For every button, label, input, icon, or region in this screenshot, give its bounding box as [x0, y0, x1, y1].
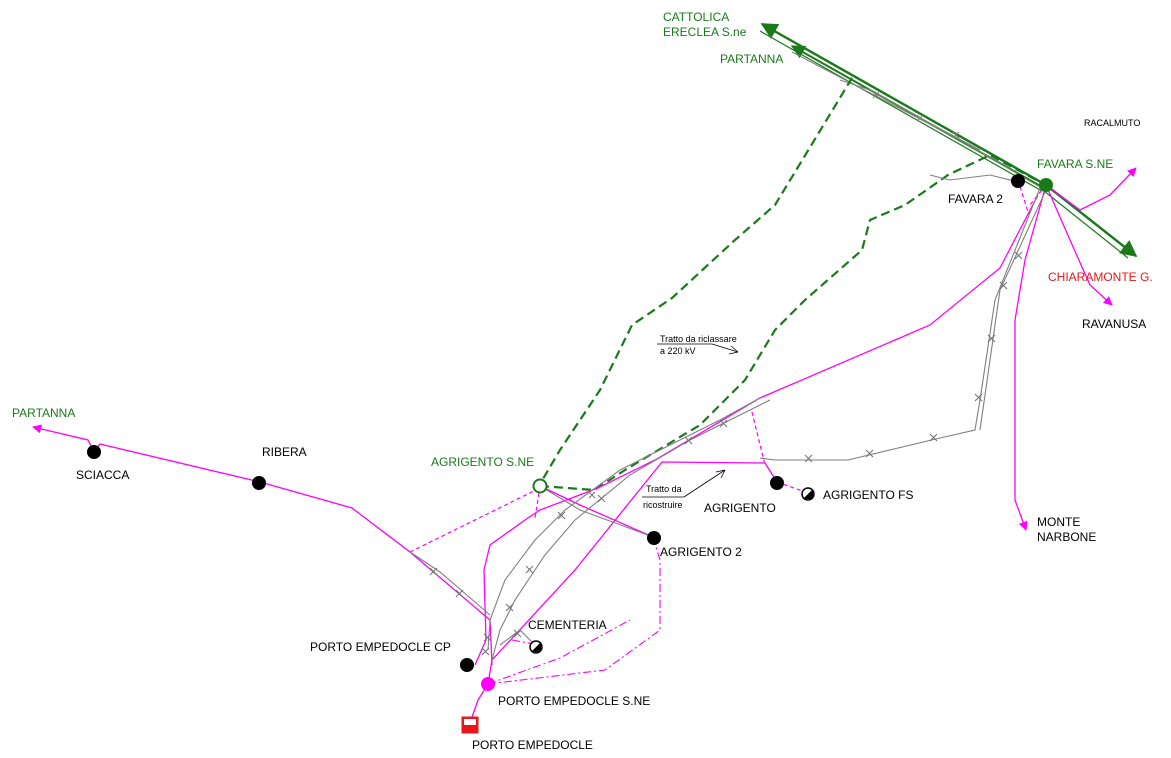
- label-cementeria: CEMENTERIA: [528, 618, 607, 632]
- line-150kv: [32, 167, 1137, 721]
- line-gray: [409, 174, 1047, 661]
- label-favara-2: FAVARA 2: [948, 192, 1003, 206]
- label-cattolica-2: ERECLEA S.ne: [663, 25, 747, 39]
- label-favara-sne: FAVARA S.NE: [1037, 157, 1113, 171]
- label-partanna-ne: PARTANNA: [720, 52, 783, 66]
- place-labels: CATTOLICA ERECLEA S.ne PARTANNA RACALMUT…: [12, 10, 1153, 752]
- label-narbone: NARBONE: [1037, 530, 1096, 544]
- line-380kv-north: [759, 22, 1138, 259]
- label-sciacca: SCIACCA: [76, 468, 129, 482]
- label-porto-cp: PORTO EMPEDOCLE CP: [310, 640, 451, 654]
- label-racalmuto: RACALMUTO: [1084, 118, 1140, 128]
- annotation-ricostruire: Tratto da ricostruire: [642, 469, 726, 510]
- annotation-riclassare: Tratto da riclassare a 220 kV: [657, 334, 739, 356]
- label-agrigento-fs: AGRIGENTO FS: [823, 488, 913, 502]
- line-dash-dot: [487, 536, 661, 685]
- label-ribera: RIBERA: [262, 445, 307, 459]
- node-cementeria: [529, 640, 543, 654]
- label-ravanusa: RAVANUSA: [1082, 317, 1146, 331]
- line-gray-favara-partanna: [791, 51, 1041, 188]
- node-porto-empedocle-plant: [461, 716, 479, 734]
- line-150kv-dashed: [409, 179, 1047, 553]
- substations: [87, 174, 1053, 734]
- annotation-riclassare-line1: Tratto da riclassare: [660, 334, 737, 344]
- node-porto-empedocle-cp: [460, 658, 474, 672]
- node-favara-sne: [1039, 178, 1053, 192]
- line-crossings: [429, 251, 1023, 656]
- node-agrigento: [770, 476, 784, 490]
- label-porto-sne: PORTO EMPEDOCLE S.NE: [498, 694, 650, 708]
- annotation-ricostruire-line1: Tratto da: [646, 484, 682, 494]
- node-agrigento-sne: [532, 478, 548, 494]
- label-monte: MONTE: [1037, 515, 1080, 529]
- label-chiaramonte: CHIARAMONTE G.: [1048, 270, 1153, 284]
- label-porto: PORTO EMPEDOCLE: [472, 738, 593, 752]
- node-agrigento-2: [647, 531, 661, 545]
- annotation-ricostruire-line2: ricostruire: [643, 500, 683, 510]
- label-partanna-w: PARTANNA: [12, 406, 75, 420]
- line-220kv-dashed: [539, 77, 1041, 492]
- label-agrigento: AGRIGENTO: [704, 501, 776, 515]
- label-agrigento-2: AGRIGENTO 2: [660, 545, 742, 559]
- node-porto-empedocle-sne: [481, 677, 495, 691]
- node-favara-2: [1011, 174, 1025, 188]
- annotation-riclassare-line2: a 220 kV: [660, 346, 696, 356]
- node-ribera: [252, 476, 266, 490]
- label-agrigento-sne: AGRIGENTO S.NE: [431, 455, 534, 469]
- node-sciacca: [87, 445, 101, 459]
- label-cattolica-1: CATTOLICA: [663, 10, 729, 24]
- node-agrigento-fs: [801, 487, 815, 501]
